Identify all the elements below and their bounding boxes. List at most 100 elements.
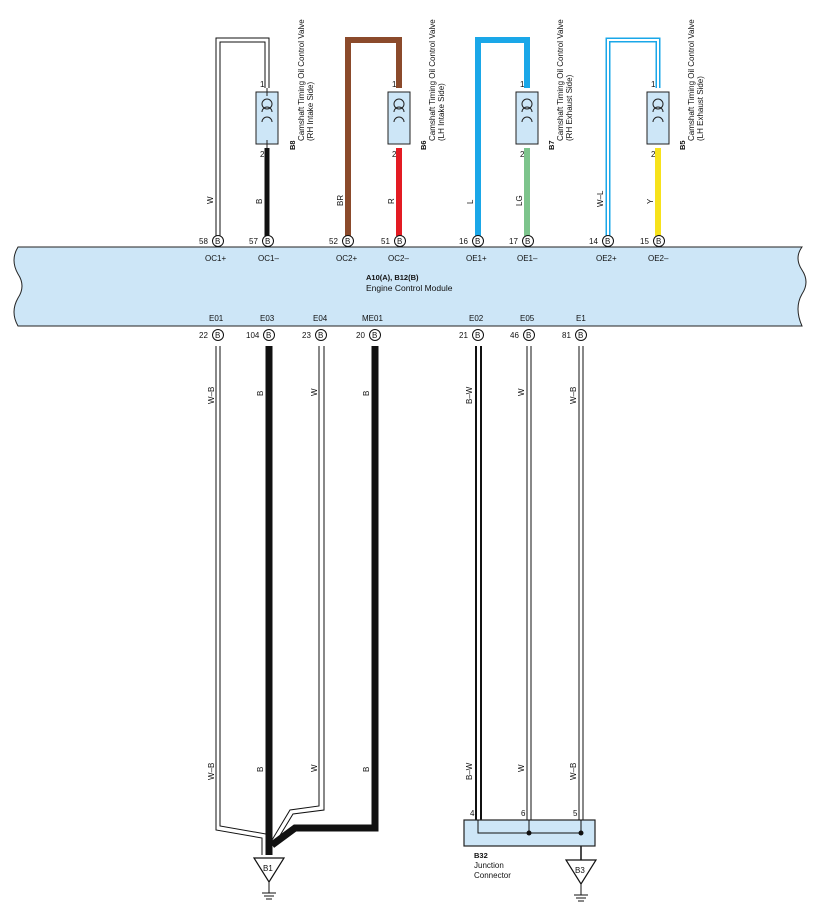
junction-name-line2: Connector — [474, 871, 511, 880]
junction-connector-b32: 4 6 5 — [463, 809, 596, 847]
b5-pin-2: 2 — [651, 150, 656, 159]
terminal-23: E04 B 23 — [302, 314, 328, 341]
wire-label-e01-bottom: W–B — [207, 763, 216, 780]
engine-control-module — [13, 246, 807, 327]
wire-label-e03-bottom: B — [256, 767, 265, 772]
svg-text:81: 81 — [562, 331, 571, 340]
terminal-15: B 15 OE2– — [640, 235, 669, 263]
svg-text:B3: B3 — [575, 866, 585, 875]
svg-text:B1: B1 — [263, 864, 273, 873]
b6-pin-2: 2 — [392, 150, 397, 159]
svg-text:ME01: ME01 — [362, 314, 383, 323]
svg-text:B: B — [656, 237, 661, 246]
wire-label-e1-bottom: W–B — [569, 763, 578, 780]
svg-text:B: B — [525, 237, 530, 246]
wire-wl-oe2plus — [605, 37, 661, 236]
valve-b7-id: B7 — [547, 140, 556, 150]
svg-text:20: 20 — [356, 331, 365, 340]
valve-b6-side: (LH Intake Side) — [437, 83, 446, 141]
terminal-14: B 14 OE2+ — [589, 235, 617, 263]
svg-text:22: 22 — [199, 331, 208, 340]
wire-label-e02-bottom: B–W — [465, 762, 474, 780]
b5-pin-1: 1 — [651, 80, 656, 89]
svg-text:B: B — [526, 331, 531, 340]
svg-text:OE2+: OE2+ — [596, 254, 617, 263]
terminal-20: ME01 B 20 — [356, 314, 383, 341]
svg-text:51: 51 — [381, 237, 390, 246]
valve-b5 — [646, 91, 670, 145]
terminal-57: B 57 OC1– — [249, 235, 279, 263]
terminal-17: B 17 OE1– — [509, 235, 538, 263]
wire-e01 — [215, 346, 267, 855]
junction-pin-6: 6 — [521, 809, 526, 818]
terminal-22: E01 B 22 — [199, 314, 224, 341]
svg-text:B: B — [397, 237, 402, 246]
svg-text:B: B — [345, 237, 350, 246]
wire-e02 — [475, 346, 482, 820]
svg-text:OE1–: OE1– — [517, 254, 538, 263]
svg-text:52: 52 — [329, 237, 338, 246]
svg-text:57: 57 — [249, 237, 258, 246]
svg-text:E05: E05 — [520, 314, 535, 323]
ecm-top-terminals: B 58 OC1+ B 57 OC1– B 52 OC2+ B 51 OC2– … — [199, 235, 669, 263]
wire-label-me01-top: B — [362, 391, 371, 396]
svg-text:B: B — [215, 331, 220, 340]
valve-b7 — [515, 91, 539, 145]
junction-pin-4: 4 — [470, 809, 475, 818]
svg-text:21: 21 — [459, 331, 468, 340]
junction-pin-5: 5 — [573, 809, 578, 818]
valve-b8 — [255, 88, 279, 148]
valve-b8-side: (RH Intake Side) — [306, 82, 315, 141]
svg-text:15: 15 — [640, 237, 649, 246]
wire-label-w: W — [206, 196, 215, 204]
wire-label-e03-top: B — [256, 391, 265, 396]
wire-label-wl: W–L — [596, 190, 605, 207]
b6-pin-1: 1 — [392, 80, 397, 89]
valve-b6 — [387, 91, 411, 145]
svg-text:B: B — [475, 331, 480, 340]
wire-label-r: R — [387, 198, 396, 204]
wire-label-br: BR — [336, 195, 345, 206]
wire-label-e04-bottom: W — [310, 764, 319, 772]
svg-text:OC2–: OC2– — [388, 254, 409, 263]
valve-b7-side: (RH Exhaust Side) — [565, 74, 574, 141]
svg-text:B: B — [318, 331, 323, 340]
wire-label-e1-top: W–B — [569, 387, 578, 404]
svg-text:E01: E01 — [209, 314, 224, 323]
ground-b1: B1 — [252, 857, 286, 900]
svg-text:B: B — [265, 237, 270, 246]
wire-label-me01-bottom: B — [362, 767, 371, 772]
terminal-16: B 16 OE1+ — [459, 235, 487, 263]
svg-text:B: B — [605, 237, 610, 246]
svg-text:E04: E04 — [313, 314, 328, 323]
wire-label-e05-top: W — [517, 388, 526, 396]
wire-label-b: B — [255, 199, 264, 204]
wire-l-oe1plus — [475, 37, 530, 236]
wire-e05 — [526, 346, 532, 820]
ground-b3: B3 — [564, 859, 598, 902]
valve-b5-side: (LH Exhaust Side) — [696, 76, 705, 141]
valve-b8-id: B8 — [288, 140, 297, 150]
svg-text:B: B — [475, 237, 480, 246]
svg-text:B: B — [266, 331, 271, 340]
wire-label-y: Y — [646, 198, 655, 204]
terminal-81: E1 B 81 — [562, 314, 587, 341]
svg-text:B: B — [215, 237, 220, 246]
valve-b7-title: Camshaft Timing Oil Control Valve — [556, 19, 565, 141]
svg-text:16: 16 — [459, 237, 468, 246]
b8-pin-1: 1 — [260, 80, 265, 89]
wire-label-e04-top: W — [310, 388, 319, 396]
svg-text:OE1+: OE1+ — [466, 254, 487, 263]
svg-text:14: 14 — [589, 237, 598, 246]
svg-text:58: 58 — [199, 237, 208, 246]
b8-pin-2: 2 — [260, 150, 265, 159]
valve-b5-title: Camshaft Timing Oil Control Valve — [687, 19, 696, 141]
svg-text:E1: E1 — [576, 314, 586, 323]
wire-label-e05-bottom: W — [517, 764, 526, 772]
wire-label-e01-top: W–B — [207, 387, 216, 404]
svg-text:46: 46 — [510, 331, 519, 340]
wire-br-oc2plus — [345, 37, 402, 236]
svg-text:B: B — [578, 331, 583, 340]
valve-b5-id: B5 — [678, 140, 687, 150]
terminal-46: E05 B 46 — [510, 314, 535, 341]
